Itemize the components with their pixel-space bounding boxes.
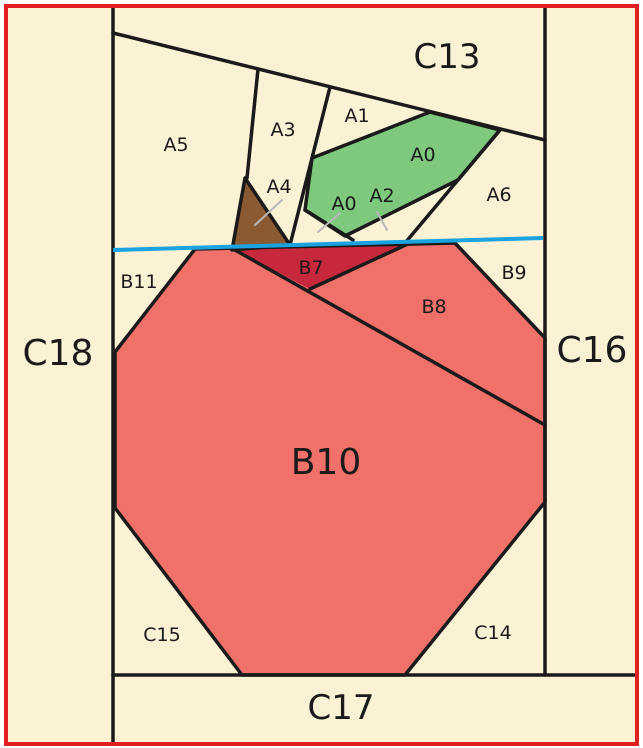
label-b7: B7	[298, 257, 323, 279]
label-c17: C17	[307, 688, 374, 728]
label-a4: A4	[266, 176, 291, 198]
label-b11: B11	[120, 271, 157, 293]
label-a0-leaf: A0	[410, 144, 435, 166]
cut-line	[112, 236, 544, 252]
label-b10: B10	[291, 442, 362, 483]
pattern-border	[4, 4, 639, 746]
label-a3: A3	[270, 119, 295, 141]
label-a6: A6	[486, 184, 511, 206]
label-c15: C15	[143, 624, 180, 646]
label-b9: B9	[501, 262, 526, 284]
label-a1: A1	[344, 105, 369, 127]
label-c13: C13	[413, 37, 480, 77]
alignment-marks	[254, 199, 388, 233]
seam-lines	[111, 6, 639, 746]
label-a0-small: A0	[331, 193, 356, 215]
b7-dark-piece	[235, 243, 410, 289]
label-b8: B8	[421, 296, 446, 318]
label-a5: A5	[163, 134, 188, 156]
label-c14: C14	[474, 622, 511, 644]
apple-body-shape	[115, 243, 545, 675]
label-a2: A2	[369, 185, 394, 207]
stem-a4-piece	[232, 178, 290, 250]
label-c18: C18	[23, 333, 94, 374]
label-c16: C16	[557, 330, 628, 371]
